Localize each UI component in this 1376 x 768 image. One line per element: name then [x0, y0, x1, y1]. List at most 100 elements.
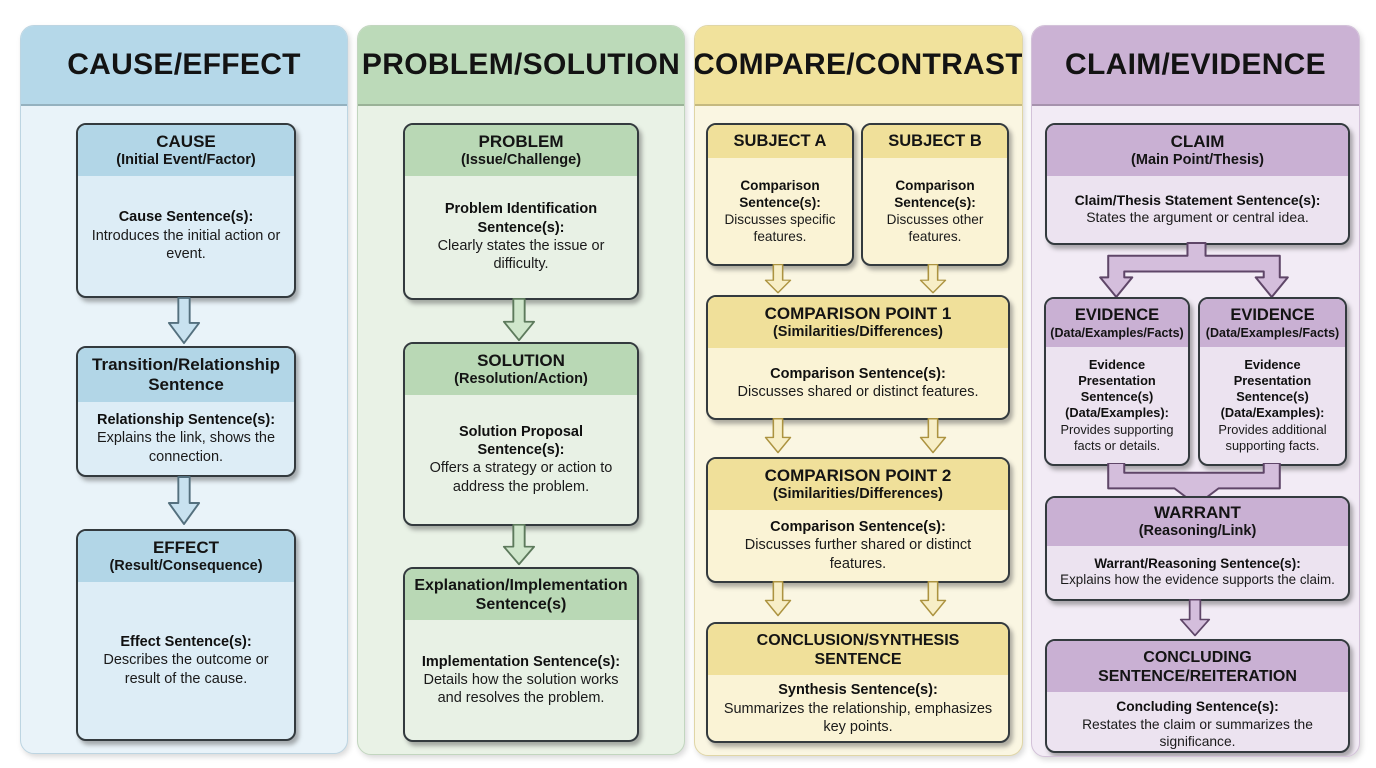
- box-text: Restates the claim or summarizes the sig…: [1082, 716, 1313, 750]
- column-cause-effect: CAUSE/EFFECT CAUSE (Initial Event/Factor…: [20, 25, 348, 754]
- subject-b-box: SUBJECT B Comparison Sentence(s): Discus…: [861, 123, 1009, 266]
- box-header: CLAIM (Main Point/Thesis): [1047, 125, 1348, 176]
- column-title: CLAIM/EVIDENCE: [1032, 26, 1359, 106]
- down-arrow-icon: [764, 581, 792, 617]
- box-text: Introduces the initial action or event.: [91, 227, 281, 263]
- down-arrow-icon: [167, 297, 201, 345]
- box-text: Discusses further shared or distinct fea…: [744, 537, 972, 572]
- box-header: CAUSE (Initial Event/Factor): [78, 125, 294, 176]
- box-subtitle: (Resolution/Action): [454, 371, 588, 388]
- box-label: Concluding Sentence(s):: [1116, 699, 1279, 715]
- box-label: Implementation Sentence(s):: [421, 653, 621, 670]
- concluding-box: CONCLUDING SENTENCE/REITERATION Concludi…: [1045, 639, 1350, 753]
- box-subtitle: (Similarities/Differences): [772, 324, 944, 341]
- warrant-box: WARRANT (Reasoning/Link) Warrant/Reasoni…: [1045, 496, 1350, 601]
- box-body: Concluding Sentence(s): Restates the cla…: [1047, 692, 1348, 751]
- box-text: States the argument or central idea.: [1086, 209, 1309, 226]
- box-title: SUBJECT A: [733, 132, 827, 150]
- box-label: Effect Sentence(s):: [120, 633, 252, 650]
- merge-arrow-icon: [1045, 463, 1346, 506]
- box-body: Comparison Sentence(s): Discusses specif…: [708, 158, 852, 264]
- column-title: CAUSE/EFFECT: [21, 26, 347, 106]
- box-text: Explains the link, shows the connection.: [96, 430, 276, 465]
- box-label: Comparison Sentence(s):: [894, 177, 976, 210]
- box-text: Discusses other features.: [886, 211, 984, 245]
- down-arrow-icon: [167, 476, 201, 526]
- box-subtitle: (Initial Event/Factor): [116, 152, 256, 169]
- box-subtitle: (Issue/Challenge): [460, 152, 582, 169]
- box-header: COMPARISON POINT 2 (Similarities/Differe…: [708, 459, 1008, 510]
- box-text: Discusses shared or distinct features.: [737, 383, 979, 400]
- box-body: Comparison Sentence(s): Discusses shared…: [708, 348, 1008, 418]
- transition-box: Transition/Relationship Sentence Relatio…: [76, 346, 296, 477]
- down-arrow-icon: [764, 418, 792, 454]
- column-compare-contrast: COMPARE/CONTRAST SUBJECT A Comparison Se…: [694, 25, 1023, 756]
- box-text: Describes the outcome or result of the c…: [103, 652, 269, 687]
- box-body: Relationship Sentence(s): Explains the l…: [78, 402, 294, 475]
- box-body: Evidence Presentation Sentence(s) (Data/…: [1046, 347, 1188, 464]
- box-text: Offers a strategy or action to address t…: [429, 460, 613, 495]
- box-label: Evidence Presentation Sentence(s) (Data/…: [1065, 357, 1169, 421]
- problem-box: PROBLEM (Issue/Challenge) Problem Identi…: [403, 123, 639, 300]
- box-header: WARRANT (Reasoning/Link): [1047, 498, 1348, 546]
- explanation-box: Explanation/Implementation Sentence(s) I…: [403, 567, 639, 742]
- box-header: COMPARISON POINT 1 (Similarities/Differe…: [708, 297, 1008, 348]
- box-subtitle: (Similarities/Differences): [772, 486, 944, 503]
- box-body: Implementation Sentence(s): Details how …: [405, 620, 637, 740]
- solution-box: SOLUTION (Resolution/Action) Solution Pr…: [403, 342, 639, 526]
- box-title: CLAIM: [1170, 132, 1225, 151]
- column-title: COMPARE/CONTRAST: [695, 26, 1022, 106]
- box-text: Explains how the evidence supports the c…: [1060, 572, 1335, 588]
- box-title: PROBLEM: [478, 132, 564, 151]
- claim-box: CLAIM (Main Point/Thesis) Claim/Thesis S…: [1045, 123, 1350, 245]
- subject-a-box: SUBJECT A Comparison Sentence(s): Discus…: [706, 123, 854, 266]
- box-header: CONCLUDING SENTENCE/REITERATION: [1047, 641, 1348, 693]
- box-body: Evidence Presentation Sentence(s) (Data/…: [1200, 347, 1345, 464]
- box-title: CONCLUDING SENTENCE/REITERATION: [1098, 649, 1297, 686]
- box-title: WARRANT: [1154, 503, 1241, 522]
- box-label: Comparison Sentence(s):: [770, 365, 946, 382]
- box-title: Explanation/Implementation Sentence(s): [414, 577, 628, 614]
- column-claim-evidence: CLAIM/EVIDENCE CLAIM (Main Point/Thesis)…: [1031, 25, 1360, 757]
- down-arrow-icon: [764, 264, 792, 294]
- down-arrow-icon: [919, 581, 947, 617]
- down-arrow-icon: [502, 298, 536, 342]
- effect-box: EFFECT (Result/Consequence) Effect Sente…: [76, 529, 296, 741]
- box-label: Comparison Sentence(s):: [770, 518, 946, 535]
- box-title: SUBJECT B: [888, 132, 982, 150]
- box-label: Problem Identification Sentence(s):: [444, 201, 598, 236]
- box-header: CONCLUSION/SYNTHESIS SENTENCE: [708, 624, 1008, 676]
- down-arrow-icon: [919, 418, 947, 454]
- box-body: Claim/Thesis Statement Sentence(s): Stat…: [1047, 176, 1348, 243]
- box-subtitle: (Reasoning/Link): [1138, 523, 1257, 540]
- box-title: SOLUTION: [477, 351, 565, 370]
- box-title: CONCLUSION/SYNTHESIS SENTENCE: [756, 632, 960, 669]
- box-header: Explanation/Implementation Sentence(s): [405, 569, 637, 621]
- column-content: CLAIM (Main Point/Thesis) Claim/Thesis S…: [1032, 26, 1359, 756]
- box-text: Details how the solution works and resol…: [423, 672, 619, 707]
- down-arrow-icon: [919, 264, 947, 294]
- column-content: SUBJECT A Comparison Sentence(s): Discus…: [695, 26, 1022, 755]
- conclusion-synthesis-box: CONCLUSION/SYNTHESIS SENTENCE Synthesis …: [706, 622, 1010, 743]
- box-header: EVIDENCE (Data/Examples/Facts): [1046, 299, 1188, 347]
- box-label: Cause Sentence(s):: [118, 209, 254, 226]
- box-label: Synthesis Sentence(s):: [778, 682, 938, 699]
- box-subtitle: (Main Point/Thesis): [1131, 152, 1264, 169]
- box-text: Clearly states the issue or difficulty.: [437, 237, 605, 273]
- box-label: Evidence Presentation Sentence(s) (Data/…: [1220, 357, 1325, 421]
- box-header: EVIDENCE (Data/Examples/Facts): [1200, 299, 1345, 347]
- box-text: Discusses specific features.: [724, 211, 836, 245]
- box-body: Synthesis Sentence(s): Summarizes the re…: [708, 675, 1008, 741]
- box-text: Provides additional supporting facts.: [1218, 421, 1327, 453]
- comparison-point-1-box: COMPARISON POINT 1 (Similarities/Differe…: [706, 295, 1010, 420]
- box-body: Comparison Sentence(s): Discusses furthe…: [708, 510, 1008, 581]
- box-label: Comparison Sentence(s):: [739, 177, 821, 210]
- down-arrow-icon: [1179, 599, 1211, 637]
- box-header: EFFECT (Result/Consequence): [78, 531, 294, 582]
- box-subtitle: (Data/Examples/Facts): [1205, 325, 1340, 340]
- evidence-left-box: EVIDENCE (Data/Examples/Facts) Evidence …: [1044, 297, 1190, 466]
- box-body: Problem Identification Sentence(s): Clea…: [405, 176, 637, 298]
- box-title: CAUSE: [156, 132, 216, 151]
- column-content: PROBLEM (Issue/Challenge) Problem Identi…: [358, 26, 684, 754]
